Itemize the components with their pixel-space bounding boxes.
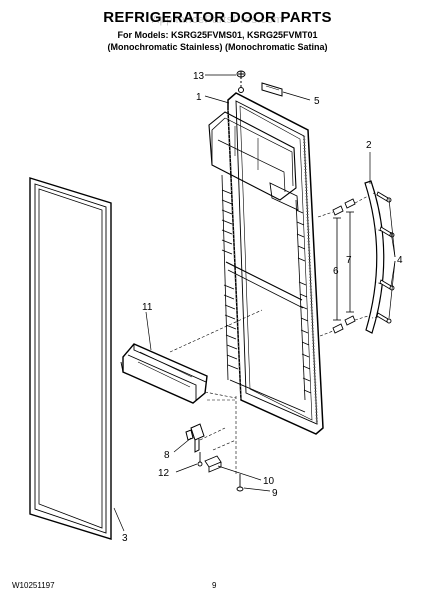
callout-9: 9 xyxy=(272,488,278,499)
callout-2: 2 xyxy=(366,140,372,151)
hinge-screw xyxy=(197,452,203,467)
spacer-dimension-lines xyxy=(333,211,354,321)
callout-13: 13 xyxy=(193,71,205,82)
leader-lines xyxy=(113,74,396,532)
bottom-hinge-bushing xyxy=(204,455,222,473)
callout-12: 12 xyxy=(158,468,170,479)
bin-alignment-lines xyxy=(169,309,263,399)
finish-line: (Monochromatic Stainless) (Monochromatic… xyxy=(107,42,328,52)
handle-alignment-lines xyxy=(317,192,382,337)
callout-7: 7 xyxy=(346,255,352,266)
handle-screws xyxy=(376,191,395,324)
hinge-bracket xyxy=(185,423,205,453)
door-liner xyxy=(208,92,324,435)
hinge-alignment-lines xyxy=(199,396,237,476)
watermark: AppliancePartsPros.com xyxy=(151,14,284,26)
door-bin xyxy=(120,343,208,404)
callout-11: 11 xyxy=(142,302,153,313)
callout-8: 8 xyxy=(164,450,170,461)
door-gasket xyxy=(29,177,112,540)
models-line: For Models: KSRG25FVMS01, KSRG25FVMT01 xyxy=(117,30,318,40)
callout-3: 3 xyxy=(122,533,128,544)
handle-spacers xyxy=(332,198,356,334)
callout-5: 5 xyxy=(314,96,320,107)
callout-4: 4 xyxy=(397,255,403,266)
document-number: W10251197 xyxy=(12,581,55,590)
top-trim-cap xyxy=(261,82,283,97)
callout-6: 6 xyxy=(333,266,339,277)
page-number: 9 xyxy=(212,581,217,590)
screw-top xyxy=(236,70,246,93)
bottom-screw xyxy=(236,474,244,492)
page-title: REFRIGERATOR DOOR PARTS xyxy=(103,9,332,26)
door-handle xyxy=(364,180,385,334)
callout-10: 10 xyxy=(263,476,275,487)
callout-1: 1 xyxy=(196,92,202,103)
